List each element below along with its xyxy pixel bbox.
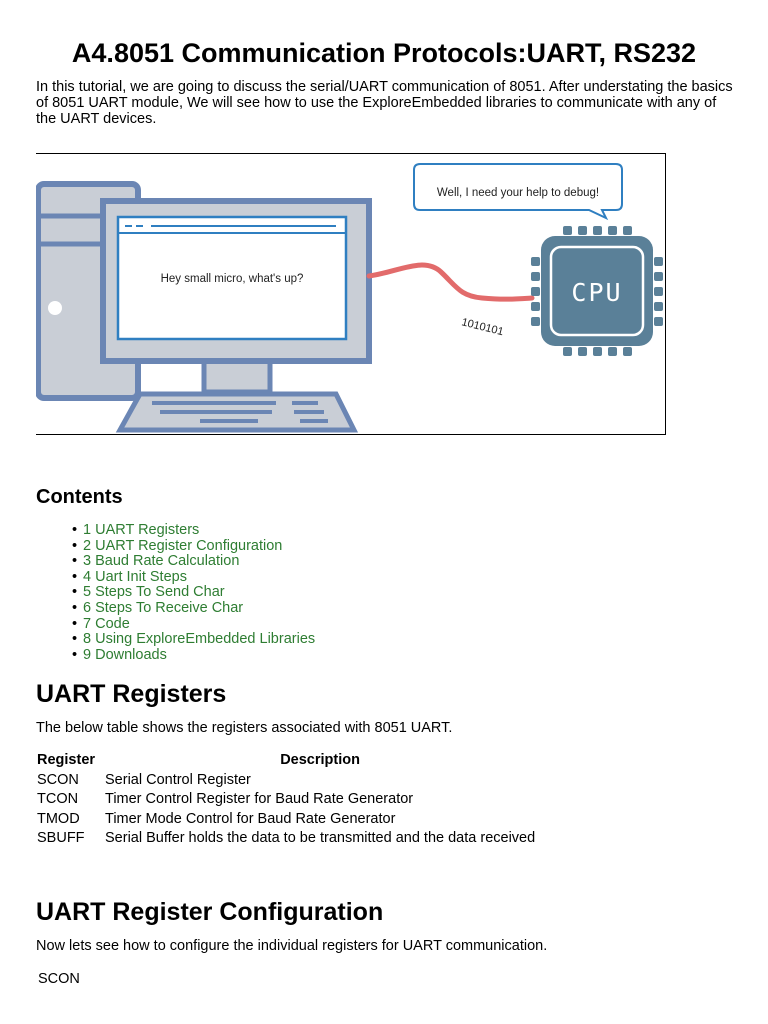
register-description: Timer Control Register for Baud Rate Gen… <box>105 791 414 808</box>
bullet: • <box>72 615 78 632</box>
uart-config-text: Now lets see how to configure the indivi… <box>36 938 548 954</box>
register-description: Serial Control Register <box>105 771 251 788</box>
table-header-row: Register Description <box>37 751 535 771</box>
table-row: SCON Serial Control Register <box>37 771 535 791</box>
bullet: • <box>72 522 78 538</box>
toc-item: • 2 UART Register Configuration <box>72 537 315 555</box>
toc-item: • 1 UART Registers <box>72 522 315 539</box>
uart-config-heading: UART Register Configuration <box>36 898 384 926</box>
bullet: • <box>72 646 78 663</box>
toc-link-downloads[interactable]: 9 Downloads <box>83 646 167 663</box>
uart-registers-text: The below table shows the registers asso… <box>36 720 453 736</box>
contents-heading: Contents <box>36 486 123 508</box>
toc-item: • 8 Using ExploreEmbedded Libraries <box>72 631 316 648</box>
register-name: SBUFF <box>37 830 85 847</box>
register-description: Serial Buffer holds the data to be trans… <box>105 830 536 847</box>
register-name: TCON <box>37 791 79 808</box>
toc-link-uart-register-configuration[interactable]: 2 UART Register Configuration <box>83 537 283 554</box>
toc-link-code[interactable]: 7 Code <box>83 615 130 632</box>
toc-link-uart-registers[interactable]: 1 UART Registers <box>83 522 200 538</box>
toc-link-using-libraries[interactable]: 8 Using ExploreEmbedded Libraries <box>83 631 316 648</box>
uart-illustration: Hey small micro, what's up? 1010101 Well… <box>36 153 666 435</box>
cpu-label: CPU <box>571 278 622 307</box>
toc-link-uart-init-steps[interactable]: 4 Uart Init Steps <box>83 568 187 585</box>
bullet: • <box>72 568 78 585</box>
table-row: TCON Timer Control Register for Baud Rat… <box>37 790 535 810</box>
monitor-icon <box>100 198 372 395</box>
toc-link-steps-to-receive-char[interactable]: 6 Steps To Receive Char <box>83 599 244 616</box>
column-header-register: Register <box>37 752 96 768</box>
toc-link-baud-rate-calculation[interactable]: 3 Baud Rate Calculation <box>83 553 240 570</box>
bullet: • <box>72 553 78 570</box>
register-description: Timer Mode Control for Baud Rate Generat… <box>105 810 396 827</box>
registers-table: Register Description SCON Serial Control… <box>37 751 535 849</box>
cpu-chip-icon <box>531 226 663 356</box>
table-of-contents: • 1 UART Registers • 2 UART Register Confi… <box>72 522 316 664</box>
toc-item: • 4 Uart Init Steps <box>72 568 315 586</box>
toc-item: • 5 Steps To Send Char <box>72 585 315 601</box>
serial-cable <box>366 262 535 302</box>
bullet: • <box>72 537 78 554</box>
page-title: A4.8051 Communication Protocols:UART, RS… <box>71 38 697 68</box>
register-name: SCON <box>37 771 79 788</box>
toc-item: • 3 Baud Rate Calculation <box>72 553 315 570</box>
bubble-message: Well, I need your help to debug! <box>437 187 599 199</box>
toc-item: • 7 Code <box>72 615 315 633</box>
column-header-description: Description <box>280 752 360 768</box>
uart-registers-heading: UART Registers <box>36 680 227 708</box>
table-row: TMOD Timer Mode Control for Baud Rate Ge… <box>37 810 535 830</box>
toc-link-steps-to-send-char[interactable]: 5 Steps To Send Char <box>83 584 225 601</box>
register-name: TMOD <box>37 810 80 827</box>
bullet: • <box>72 631 78 648</box>
keyboard-icon <box>115 391 359 433</box>
table-row: SBUFF Serial Buffer holds the data to be… <box>37 829 535 849</box>
toc-item: • 9 Downloads <box>72 646 315 664</box>
speech-bubble <box>413 163 623 221</box>
scon-subheading: SCON <box>38 971 80 987</box>
bits-label: 1010101 <box>460 316 504 338</box>
intro-paragraph: In this tutorial, we are going to discus… <box>36 79 733 127</box>
bullet: • <box>72 584 78 601</box>
bullet: • <box>72 599 78 616</box>
screen-message: Hey small micro, what's up? <box>161 273 304 285</box>
toc-item: • 6 Steps To Receive Char <box>72 599 315 617</box>
